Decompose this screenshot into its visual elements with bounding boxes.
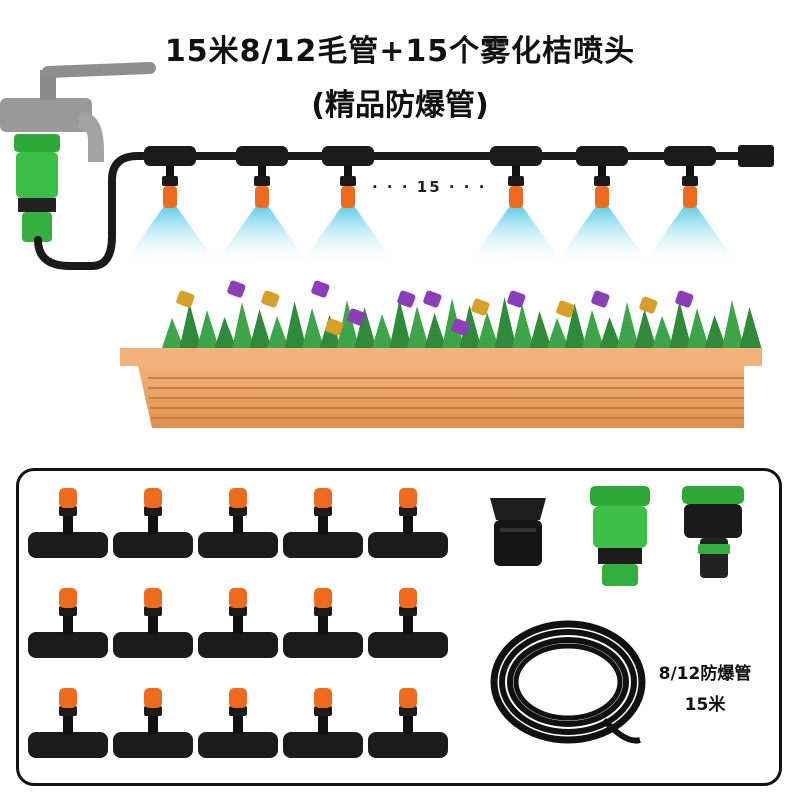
flower-icon	[675, 290, 694, 308]
nozzle-icon	[163, 186, 177, 208]
product-subtitle: (精品防爆管)	[311, 88, 489, 123]
tee-fitting-icon	[490, 146, 542, 166]
leaf-icon	[459, 305, 482, 348]
irrigation-illustration	[0, 62, 774, 428]
leaf-icon	[197, 310, 219, 348]
leaf-icon	[179, 303, 202, 348]
tee-fitting-icon	[576, 146, 628, 166]
hose-length-label: 15米	[684, 695, 726, 715]
nozzle-icon	[595, 186, 609, 208]
leaf-icon	[407, 306, 429, 348]
nozzle-cap-icon	[508, 176, 524, 186]
leaf-icon	[512, 304, 534, 348]
nozzle-cap-icon	[340, 176, 356, 186]
mist-spray	[298, 206, 398, 268]
flower-icon	[451, 318, 470, 336]
nozzle-icon	[255, 186, 269, 208]
nozzle-icon	[509, 186, 523, 208]
flower-icon	[261, 290, 280, 308]
tee-fitting-icon	[236, 146, 288, 166]
mist-spray	[640, 206, 740, 268]
leaf-icon	[739, 307, 762, 348]
nozzle-cap-icon	[682, 176, 698, 186]
leaf-icon	[722, 300, 744, 348]
hose-line	[34, 152, 764, 270]
flower-icon	[423, 290, 442, 308]
flower-icon	[325, 318, 344, 336]
leaf-icon	[337, 300, 359, 348]
flower-icon	[471, 298, 490, 316]
leaf-icon	[634, 309, 657, 348]
mist-spray	[466, 206, 566, 268]
planter-box-icon	[120, 348, 762, 428]
nozzle-stem	[166, 166, 174, 176]
nozzle-cap-icon	[162, 176, 178, 186]
nozzle-stem	[512, 166, 520, 176]
leaf-icon	[477, 312, 499, 348]
leaf-icon	[424, 313, 447, 348]
leaf-icon	[704, 315, 727, 348]
flower-icon	[311, 280, 330, 298]
leaf-icon	[599, 317, 622, 348]
leaf-icon	[267, 316, 289, 348]
leaf-icon	[249, 309, 272, 348]
leaf-icon	[442, 298, 464, 348]
kit-contents-panel	[16, 468, 782, 786]
flower-icon	[556, 300, 575, 318]
mist-spray	[552, 206, 652, 268]
flower-icon	[507, 290, 526, 308]
leaf-icon	[494, 297, 517, 348]
flower-bed	[162, 280, 762, 348]
leaf-icon	[652, 316, 674, 348]
flower-icon	[397, 290, 416, 308]
flower-icon	[639, 296, 658, 314]
faucet-connector-icon	[14, 134, 60, 242]
flower-icon	[591, 290, 610, 308]
nozzle-count-label: · · · 15 · · ·	[372, 178, 487, 196]
tee-fitting-icon	[322, 146, 374, 166]
nozzle-stem	[686, 166, 694, 176]
leaf-icon	[162, 318, 184, 348]
leaf-icon	[372, 314, 394, 348]
product-title: 15米8/12毛管+15个雾化桔喷头	[164, 34, 636, 69]
leaf-icon	[617, 302, 639, 348]
flower-icon	[227, 280, 246, 298]
leaf-icon	[547, 318, 569, 348]
leaf-icon	[564, 303, 587, 348]
nozzle-stem	[258, 166, 266, 176]
tee-fitting-icon	[144, 146, 196, 166]
faucet-icon	[0, 62, 156, 162]
hose-end-plug-icon	[738, 145, 774, 167]
tee-fitting-icon	[664, 146, 716, 166]
flower-icon	[176, 290, 195, 308]
leaf-icon	[284, 301, 307, 348]
leaf-icon	[687, 308, 709, 348]
leaf-icon	[302, 308, 324, 348]
nozzle-stem	[598, 166, 606, 176]
mist-spray	[120, 206, 220, 268]
nozzle-cap-icon	[594, 176, 610, 186]
flower-icon	[347, 308, 366, 326]
nozzle-stem	[344, 166, 352, 176]
leaf-icon	[214, 317, 237, 348]
leaf-icon	[669, 301, 692, 348]
leaf-icon	[582, 310, 604, 348]
sprayer-row	[120, 146, 740, 268]
nozzle-icon	[341, 186, 355, 208]
leaf-icon	[232, 302, 254, 348]
leaf-icon	[354, 307, 377, 348]
hose-spec-label: 8/12防爆管	[658, 664, 752, 684]
nozzle-icon	[683, 186, 697, 208]
leaf-icon	[529, 311, 552, 348]
mist-spray	[212, 206, 312, 268]
leaf-icon	[389, 299, 412, 348]
nozzle-cap-icon	[254, 176, 270, 186]
